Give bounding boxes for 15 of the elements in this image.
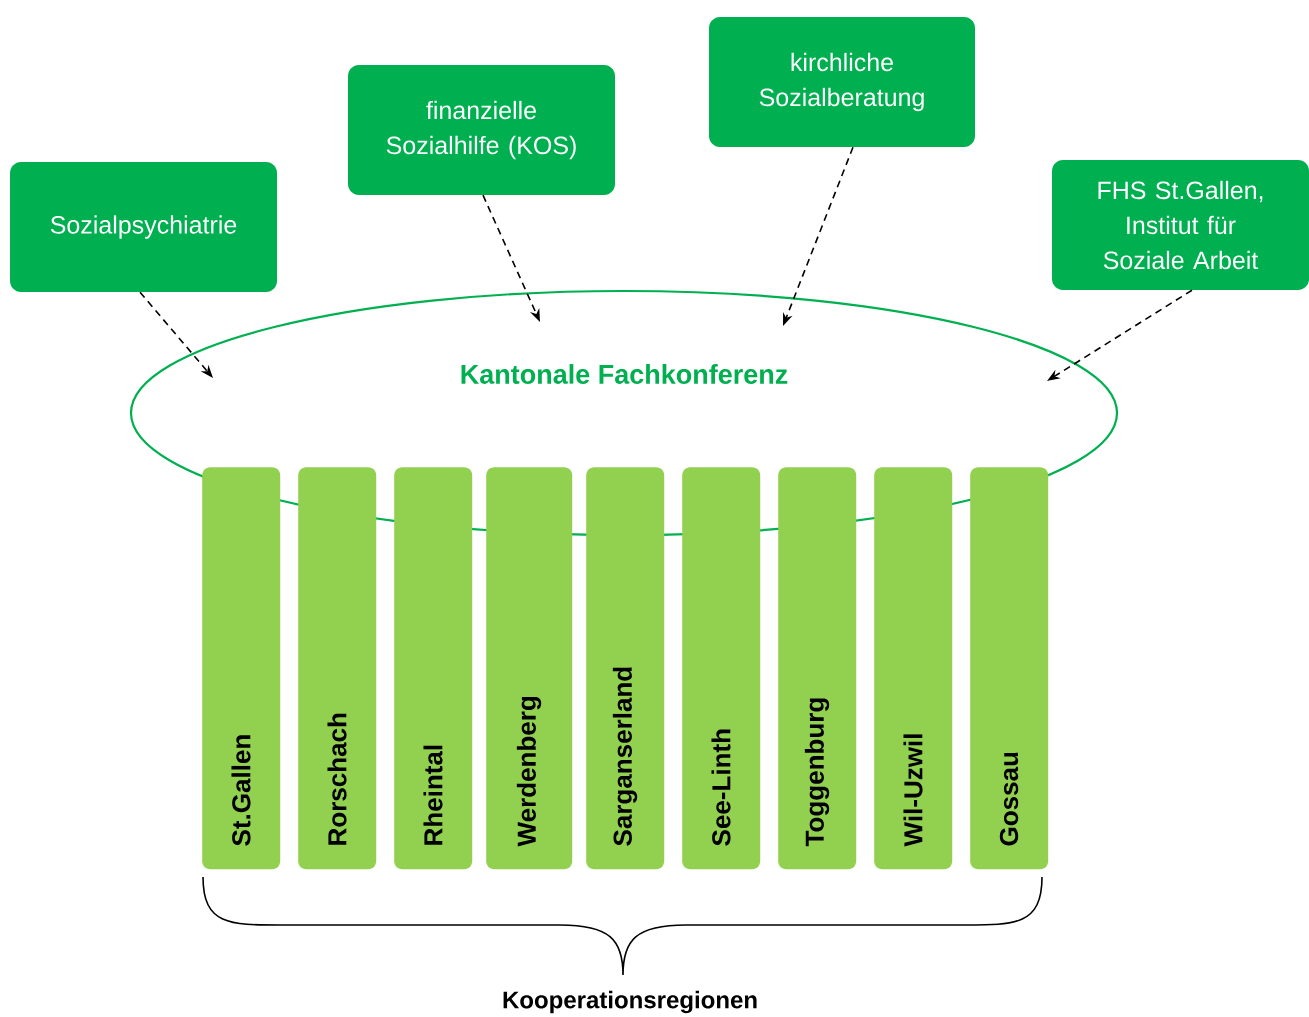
region-bar: See-Linth: [682, 467, 761, 870]
organization-box: FHS St.Gallen, Institut für Soziale Arbeit: [1052, 160, 1309, 290]
organization-box: kirchliche Sozialberatung: [709, 17, 975, 147]
region-bar: Werdenberg: [486, 467, 573, 870]
region-bar: Sarganserland: [586, 467, 665, 870]
region-bar: St.Gallen: [202, 467, 281, 870]
arrow: [139, 291, 213, 378]
organization-box: Sozialpsychiatrie: [10, 162, 277, 292]
region-bar: Wil-Uzwil: [874, 467, 953, 870]
region-bar: Toggenburg: [778, 467, 857, 870]
region-bar: Gossau: [970, 467, 1049, 870]
region-bar: Rheintal: [394, 467, 473, 870]
brace-label: Kooperationsregionen: [503, 990, 757, 1014]
organization-box: finanzielle Sozialhilfe (KOS): [348, 65, 615, 195]
region-bar: Rorschach: [298, 467, 377, 870]
